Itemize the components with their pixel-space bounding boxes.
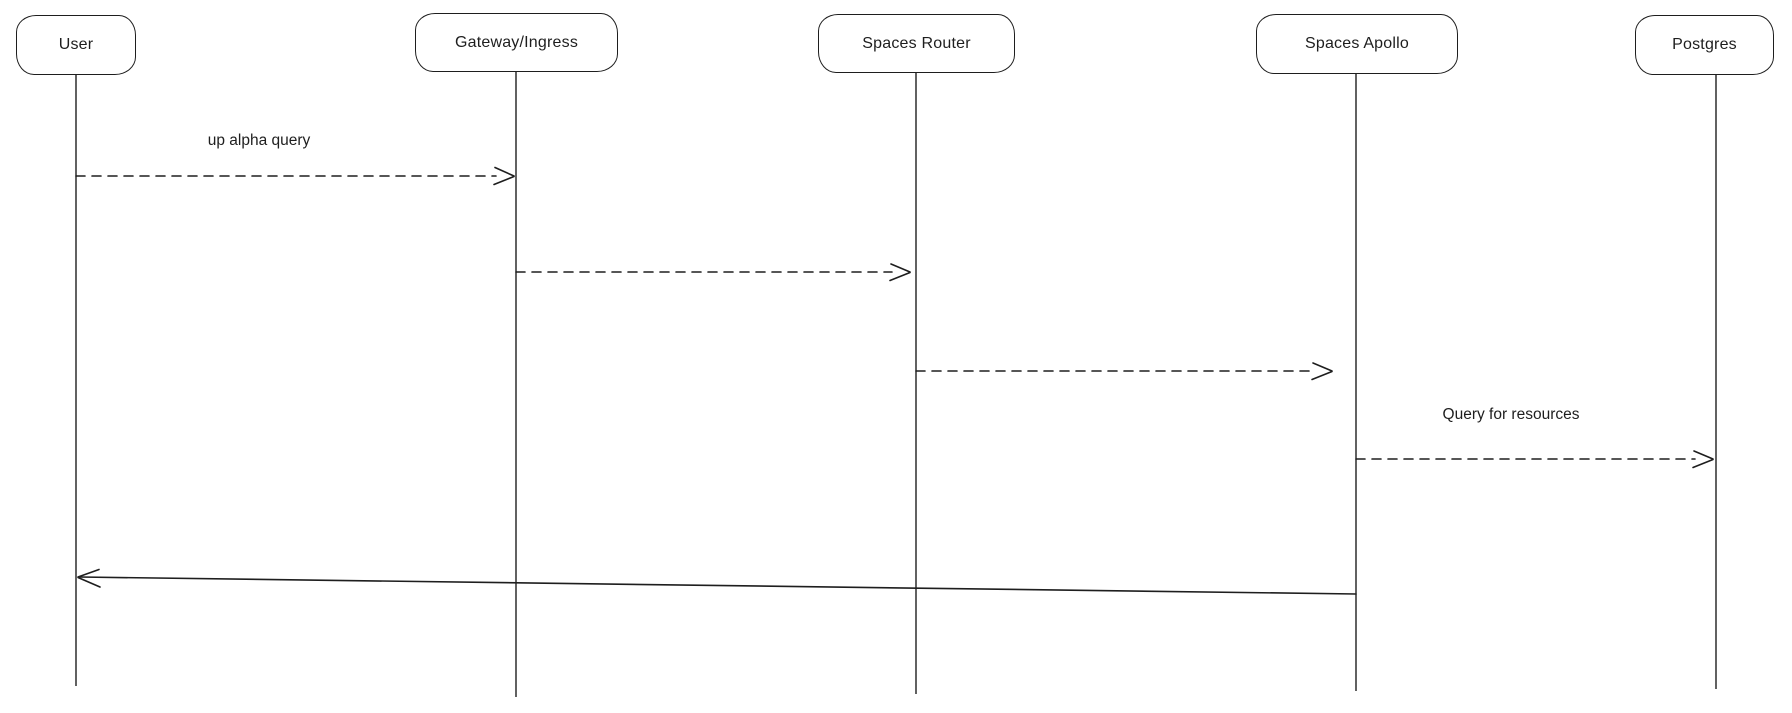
message-arrow-spaces-router-to-spaces-apollo xyxy=(915,362,1333,381)
actor-postgres: Postgres xyxy=(1635,15,1774,75)
actor-user: User xyxy=(16,15,136,75)
actor-spaces-apollo: Spaces Apollo xyxy=(1256,14,1458,74)
actor-spaces-router-label: Spaces Router xyxy=(862,34,971,52)
message-label-query-for-resources: Query for resources xyxy=(1442,406,1580,423)
actor-postgres-label: Postgres xyxy=(1672,36,1737,53)
actor-spaces-router: Spaces Router xyxy=(818,14,1015,73)
actor-gateway-ingress-label: Gateway/Ingress xyxy=(454,33,579,51)
message-arrow-spaces-apollo-to-postgres xyxy=(1355,450,1714,469)
actor-spaces-apollo-label: Spaces Apollo xyxy=(1304,35,1409,52)
actor-user-label: User xyxy=(58,36,94,53)
message-arrow-spaces-apollo-to-user xyxy=(77,568,1357,595)
message-label-up-alpha-query: up alpha query xyxy=(207,132,311,149)
actor-gateway-ingress: Gateway/Ingress xyxy=(415,13,618,72)
message-arrow-user-to-gateway xyxy=(75,166,515,186)
message-arrow-gateway-to-spaces-router xyxy=(515,263,911,282)
